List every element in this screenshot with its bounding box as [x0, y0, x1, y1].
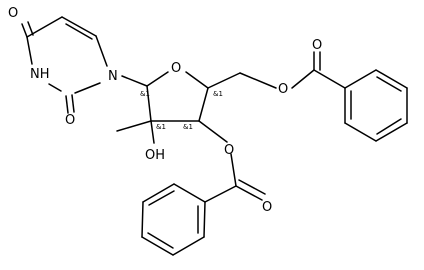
bond-c4-c5 [207, 72, 241, 89]
bond-c2-oh [150, 120, 155, 144]
atom-label-o-carbonyl-5: O [312, 38, 322, 53]
uracil-ring [21, 16, 108, 114]
ribose-ring [116, 71, 241, 144]
atom-label-oh-2: OH [145, 148, 165, 163]
stereo-label-c2: &1 [156, 123, 166, 131]
bond-c5-c6-double [65, 23, 93, 40]
atom-labels: O NH N O O O O OH O O [8, 6, 322, 215]
bond-n1-c1 [121, 75, 148, 87]
bond-c5-c6 [61, 16, 97, 37]
bond-c2-methyl [116, 120, 152, 132]
bond-c2-o [65, 95, 69, 114]
bond-c2-n3 [48, 83, 62, 92]
stereo-label-c3: &1 [183, 123, 193, 131]
atom-label-n-uracil: N [108, 69, 118, 84]
bond-carbonyl-o [235, 185, 263, 201]
bond-c4-o [21, 23, 28, 38]
atom-label-nh-uracil: NH [30, 67, 50, 82]
bond-o5-carbonyl [291, 69, 315, 89]
bond-o4-c4 [185, 71, 209, 89]
phenyl-ring-5 [344, 69, 408, 142]
bond-carbonyl-o-double [238, 179, 266, 195]
atom-label-o-ester-3: O [224, 143, 234, 158]
bond-c1-o4 [146, 71, 169, 87]
atom-label-o-carbonyl-3: O [262, 200, 272, 215]
bond-c3-o3 [198, 120, 228, 143]
bond-carbonyl-phenyl [204, 185, 237, 203]
atom-label-o-uracil-c4: O [8, 6, 18, 21]
bond-c2-o-double [71, 94, 75, 113]
bond-c5-o5 [239, 72, 277, 89]
bond-o3-carbonyl [230, 153, 237, 187]
atom-label-o-ribose-ring: O [171, 61, 181, 76]
bond-carbonyl-phenyl [313, 69, 346, 89]
phenyl-ring-3 [141, 183, 206, 256]
bond-c4-o-double [27, 21, 34, 36]
atom-label-o-uracil-c2: O [65, 113, 75, 128]
bond-n1-c2 [74, 82, 101, 94]
bond-c6-n1 [95, 35, 108, 67]
bond-c1-c2 [146, 85, 152, 122]
benzoyl-3 [141, 120, 266, 256]
stereo-labels: &1 &1 &1 &1 [140, 90, 223, 131]
atom-label-o-ester-5: O [278, 82, 288, 97]
bond-n3-c4 [26, 36, 33, 65]
bond-c4-c3 [198, 87, 209, 122]
stereo-label-c1: &1 [140, 90, 150, 98]
stereo-label-c4: &1 [213, 90, 223, 98]
benzoyl-5 [239, 51, 408, 142]
